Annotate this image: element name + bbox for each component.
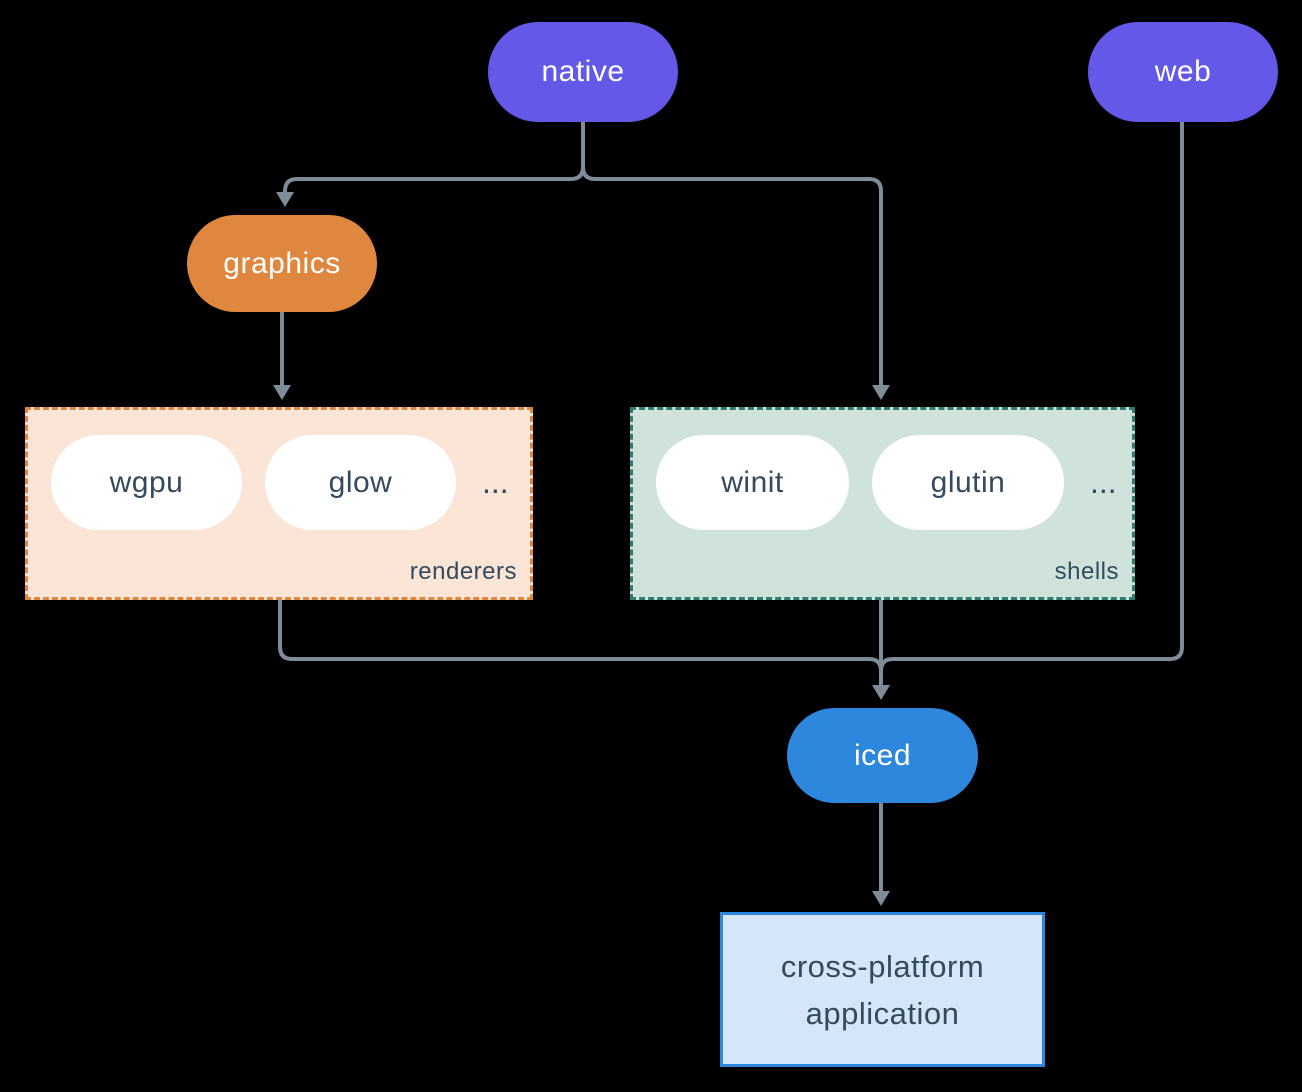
node-cross-platform-application: cross-platform application <box>720 912 1045 1067</box>
connector-native-to-graphics <box>283 122 585 192</box>
renderers-ellipsis: ... <box>482 464 509 500</box>
node-wgpu: wgpu <box>51 435 242 530</box>
node-web: web <box>1088 22 1278 122</box>
application-label: cross-platform application <box>780 948 985 1031</box>
arrowhead-into-shells <box>872 385 890 400</box>
renderers-pill-row: wgpu glow ... <box>51 435 509 530</box>
shells-group-label: shells <box>1054 558 1119 585</box>
group-shells: winit glutin ... shells <box>630 407 1135 600</box>
connector-native-to-shells <box>581 166 883 385</box>
node-graphics: graphics <box>187 215 377 312</box>
arrowhead-into-application <box>872 891 890 906</box>
node-glow: glow <box>265 435 456 530</box>
node-winit: winit <box>656 435 849 530</box>
arrowhead-into-iced <box>872 685 890 700</box>
renderers-group-label: renderers <box>409 558 517 585</box>
group-renderers: wgpu glow ... renderers <box>25 407 533 600</box>
shells-pill-row: winit glutin ... <box>656 435 1117 530</box>
arrowhead-into-renderers <box>273 385 291 400</box>
arrowhead-into-graphics <box>276 192 294 207</box>
node-native: native <box>488 22 678 122</box>
node-iced: iced <box>787 708 978 803</box>
shells-ellipsis: ... <box>1090 464 1117 500</box>
node-glutin: glutin <box>872 435 1064 530</box>
connector-renderers-to-iced <box>278 600 883 672</box>
